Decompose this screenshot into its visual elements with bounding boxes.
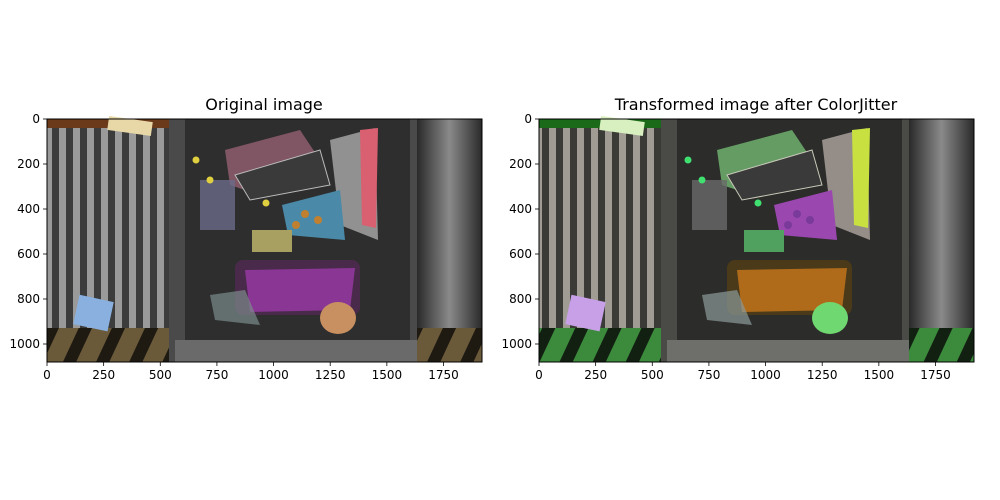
x-axis: 0 250 500 750 1000 1250 1500 1750 [43,362,459,382]
y-tick-label: 200 [17,157,40,171]
y-tick-label: 600 [17,247,40,261]
y-tick-label: 0 [32,112,40,126]
photo-transformed [539,116,974,362]
x-tick-label: 1250 [315,368,346,382]
x-tick-label: 1500 [372,368,403,382]
x-tick-label: 1000 [750,368,781,382]
y-tick-label: 200 [509,157,532,171]
x-tick-label: 250 [584,368,607,382]
axes-frame [538,118,975,363]
x-axis: 0 250 500 750 1000 1250 1500 1750 [535,362,951,382]
original-image-panel: Original image [9,95,483,382]
x-tick-label: 750 [697,368,720,382]
panel-title: Original image [205,95,323,114]
x-tick-label: 0 [43,368,51,382]
y-tick-label: 400 [17,202,40,216]
y-tick-label: 800 [509,292,532,306]
y-tick-label: 400 [509,202,532,216]
transformed-image-panel: Transformed image after ColorJitter [501,95,975,382]
x-tick-label: 0 [535,368,543,382]
x-tick-label: 1750 [920,368,951,382]
x-tick-label: 500 [149,368,172,382]
y-tick-label: 800 [17,292,40,306]
x-tick-label: 1250 [807,368,838,382]
axes-frame [46,118,483,363]
y-axis: 0 200 400 600 800 1000 [501,112,539,351]
panel-title: Transformed image after ColorJitter [614,95,898,114]
x-tick-label: 500 [641,368,664,382]
y-tick-label: 1000 [501,337,532,351]
x-tick-label: 750 [205,368,228,382]
y-tick-label: 1000 [9,337,40,351]
x-tick-label: 250 [92,368,115,382]
x-tick-label: 1000 [258,368,289,382]
y-axis: 0 200 400 600 800 1000 [9,112,47,351]
x-tick-label: 1500 [864,368,895,382]
x-tick-label: 1750 [428,368,459,382]
y-tick-label: 0 [524,112,532,126]
y-tick-label: 600 [509,247,532,261]
photo-original [47,116,482,362]
